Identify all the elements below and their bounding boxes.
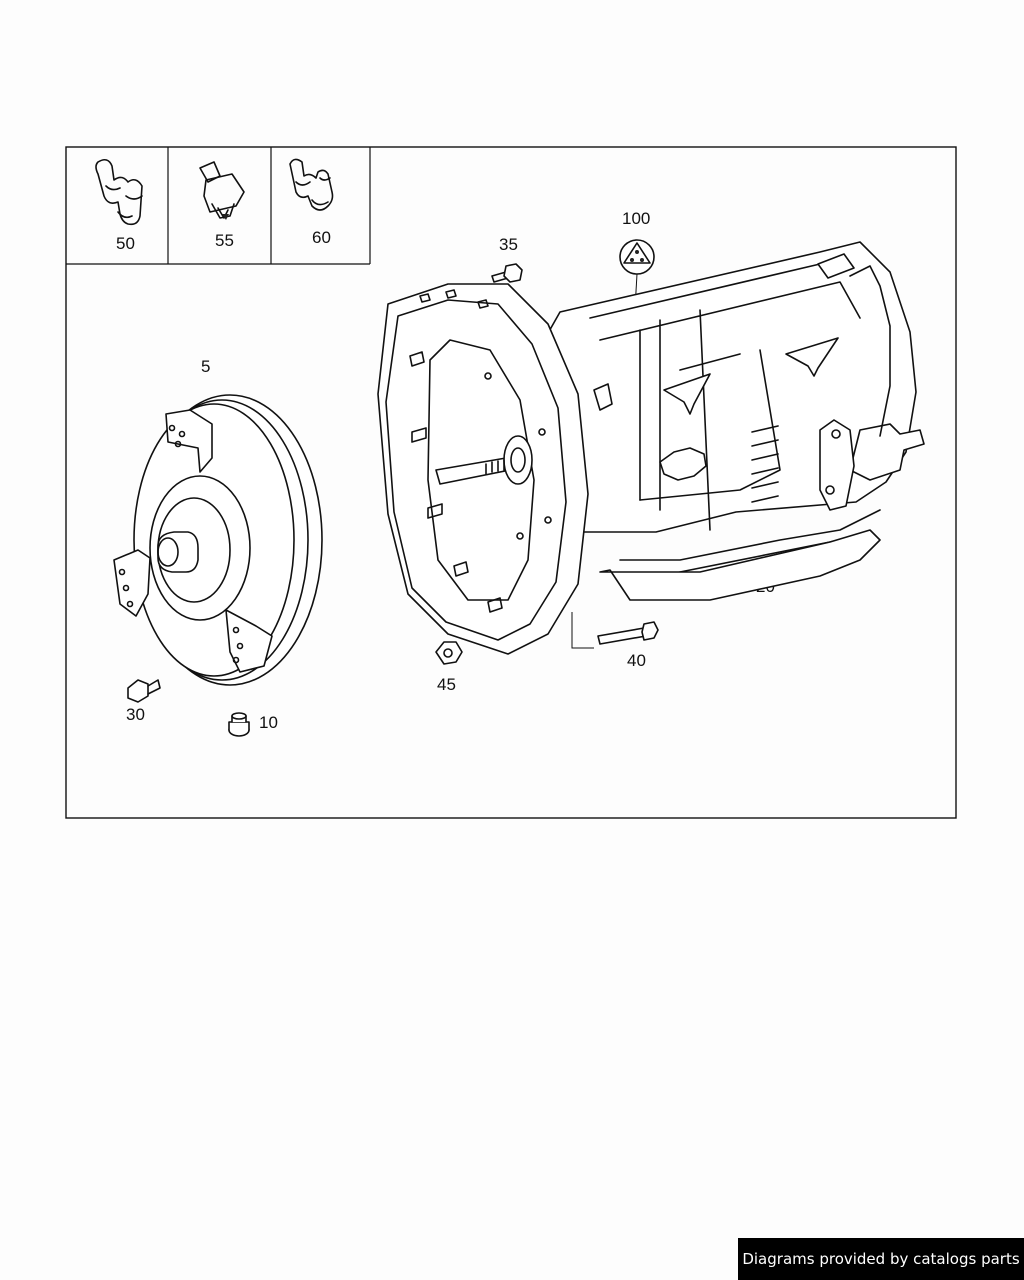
diagram-credit: Diagrams provided by catalogs parts	[738, 1238, 1024, 1280]
callout-labels: 50 55 60 100 35 5 20 40 45 30 10	[116, 209, 775, 732]
callout-40: 40	[627, 651, 646, 670]
transmission-drawing	[377, 241, 925, 655]
callout-60: 60	[312, 228, 331, 247]
clip-55-drawing	[199, 161, 245, 220]
clip-60-drawing	[289, 158, 334, 211]
callout-50: 50	[116, 234, 135, 253]
callout-5: 5	[201, 357, 210, 376]
nut-45-drawing	[435, 641, 463, 665]
callout-35: 35	[499, 235, 518, 254]
bolt-35-drawing	[491, 263, 523, 283]
diagram-frame	[65, 146, 957, 819]
plug-10-drawing	[228, 712, 250, 737]
callout-30: 30	[126, 705, 145, 724]
callout-55: 55	[215, 231, 234, 250]
clip-50-drawing	[95, 158, 143, 226]
bolt-40-drawing	[597, 621, 659, 645]
callout-100: 100	[622, 209, 650, 228]
callout-10: 10	[259, 713, 278, 732]
bolt-30-drawing	[127, 679, 161, 703]
inset-boxes	[66, 147, 371, 265]
torque-converter-drawing	[113, 394, 323, 686]
callout-45: 45	[437, 675, 456, 694]
